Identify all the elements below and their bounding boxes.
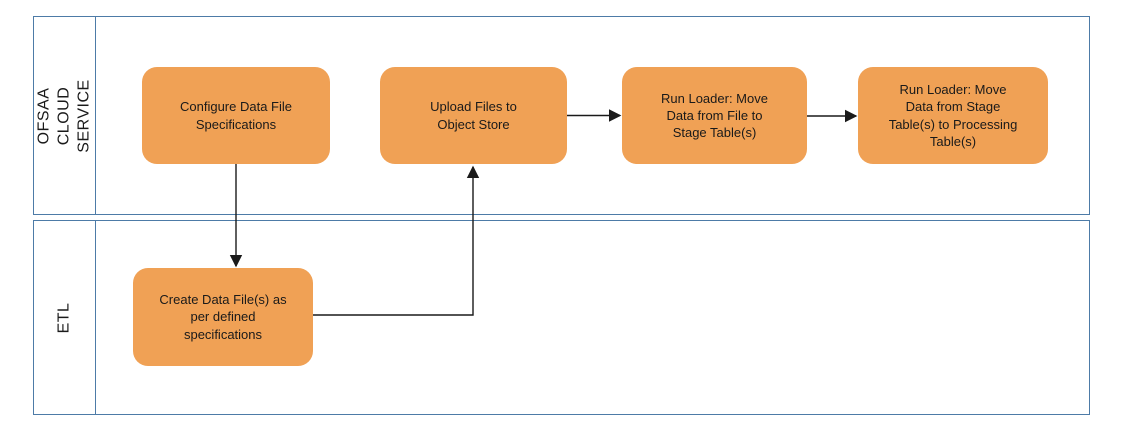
node-upload-files-to-object-store: Upload Files to Object Store <box>380 67 567 164</box>
lane-header-etl: ETL <box>34 221 96 414</box>
node-label: Run Loader: Move Data from Stage Table(s… <box>888 82 1018 149</box>
lane-label-ofsaa-cloud-service: OFSAA CLOUD SERVICE <box>35 78 93 153</box>
node-label: Configure Data File Specifications <box>180 99 292 132</box>
node-label: Run Loader: Move Data from File to Stage… <box>661 90 768 141</box>
lane-label-etl: ETL <box>55 302 73 333</box>
node-create-data-files: Create Data File(s) as per defined speci… <box>133 268 313 366</box>
node-run-loader-file-to-stage: Run Loader: Move Data from File to Stage… <box>622 67 807 164</box>
lane-header-ofsaa-cloud-service: OFSAA CLOUD SERVICE <box>34 17 96 214</box>
node-label: Upload Files to Object Store <box>430 99 517 132</box>
node-run-loader-stage-to-processing: Run Loader: Move Data from Stage Table(s… <box>858 67 1048 164</box>
node-label: Create Data File(s) as per defined speci… <box>159 292 287 342</box>
node-configure-data-file-specifications: Configure Data File Specifications <box>142 67 330 164</box>
